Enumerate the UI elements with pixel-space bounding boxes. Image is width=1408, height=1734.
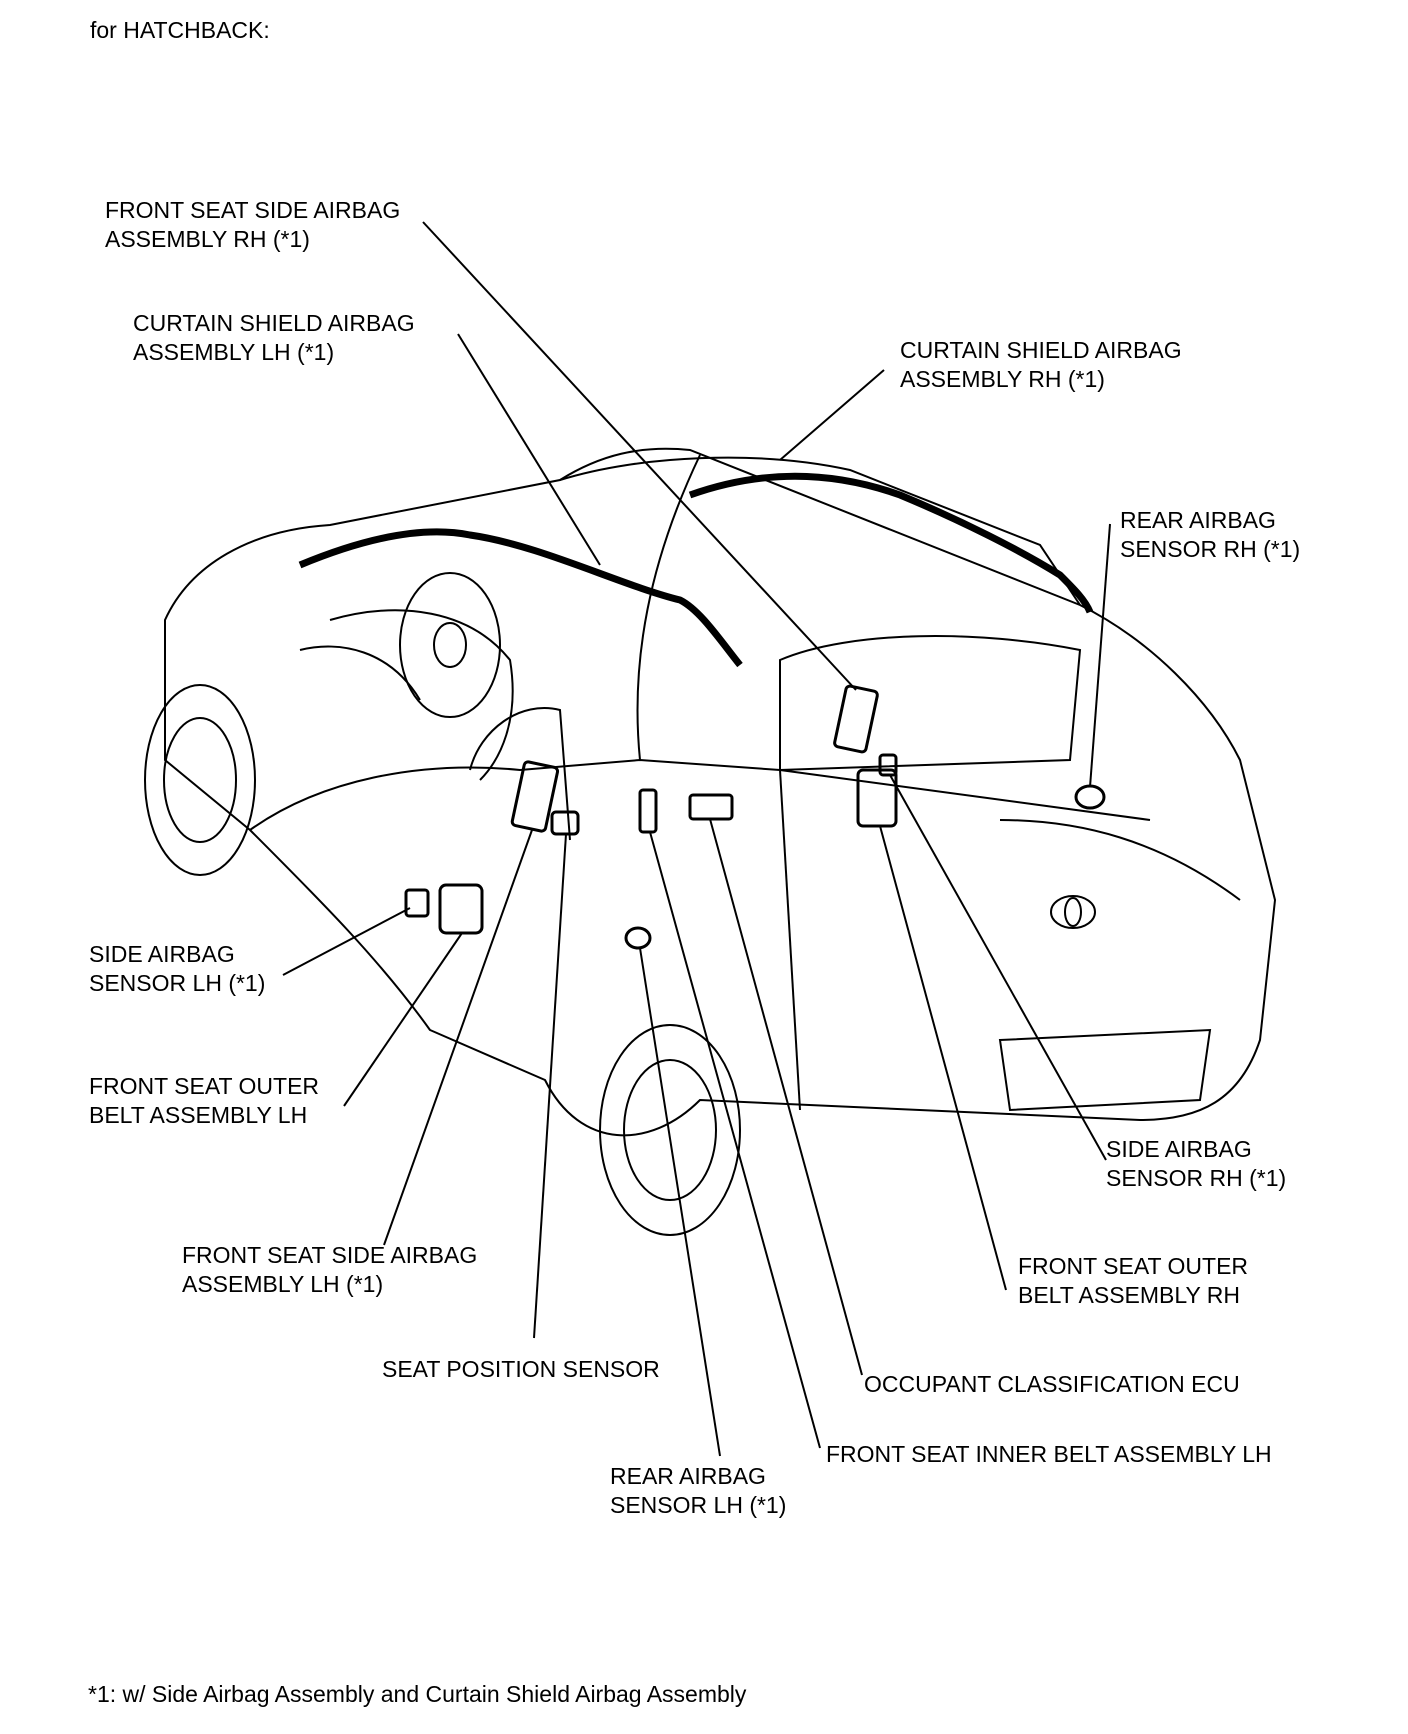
leader-seat-position-sensor [533, 833, 567, 1339]
curtain-shield-airbag-lh-part [298, 528, 743, 668]
leader-lines [282, 221, 1111, 1457]
label-curtain-shield-airbag-lh: CURTAIN SHIELD AIRBAG ASSEMBLY LH (*1) [133, 310, 415, 365]
front-seat-inner-belt-lh-part [638, 788, 658, 834]
rear-wheel [599, 1024, 741, 1236]
component-parts [404, 684, 1106, 950]
occupant-classification-ecu-part [688, 793, 734, 821]
rear-airbag-sensor-rh-part [1074, 784, 1106, 810]
seat-position-sensor-part [550, 810, 580, 836]
label-seat-position-sensor: SEAT POSITION SENSOR [382, 1356, 660, 1382]
leader-front-seat-inner-belt-lh [649, 831, 821, 1449]
leader-curtain-shield-airbag-rh [779, 369, 885, 461]
scope-heading: for HATCHBACK: [90, 17, 270, 43]
label-curtain-shield-airbag-rh: CURTAIN SHIELD AIRBAG ASSEMBLY RH (*1) [900, 337, 1182, 392]
side-airbag-sensor-rh-part [878, 753, 898, 777]
leader-occupant-classification-ecu [709, 818, 863, 1376]
leader-side-airbag-sensor-lh [282, 907, 411, 976]
leader-front-seat-outer-belt-rh [879, 825, 1007, 1291]
rear-airbag-sensor-lh-part [624, 926, 652, 950]
front-seat-outer-belt-lh-part [438, 883, 484, 935]
label-front-seat-side-airbag-lh: FRONT SEAT SIDE AIRBAG ASSEMBLY LH (*1) [182, 1242, 478, 1297]
label-front-seat-outer-belt-lh: FRONT SEAT OUTER BELT ASSEMBLY LH [89, 1073, 320, 1128]
leader-curtain-shield-airbag-lh [457, 333, 601, 566]
front-seat-outer-belt-rh-part [856, 768, 898, 828]
footnote: *1: w/ Side Airbag Assembly and Curtain … [88, 1681, 747, 1707]
label-rear-airbag-sensor-lh: REAR AIRBAG SENSOR LH (*1) [610, 1463, 787, 1518]
label-front-seat-side-airbag-rh: FRONT SEAT SIDE AIRBAG ASSEMBLY RH (*1) [105, 197, 401, 252]
leader-front-seat-side-airbag-lh [383, 829, 533, 1246]
front-seat-side-airbag-rh-part [833, 684, 879, 754]
leader-rear-airbag-sensor-lh [639, 947, 721, 1457]
label-front-seat-inner-belt-lh: FRONT SEAT INNER BELT ASSEMBLY LH [826, 1441, 1272, 1467]
label-side-airbag-sensor-rh: SIDE AIRBAG SENSOR RH (*1) [1106, 1136, 1287, 1191]
rear-emblem [1050, 895, 1096, 929]
leader-front-seat-side-airbag-rh [422, 221, 857, 691]
front-seat-side-airbag-lh-part [510, 760, 560, 833]
leader-side-airbag-sensor-rh [889, 774, 1107, 1161]
label-front-seat-outer-belt-rh: FRONT SEAT OUTER BELT ASSEMBLY RH [1018, 1253, 1249, 1308]
steering-wheel [399, 572, 501, 718]
side-airbag-sensor-lh-part [404, 888, 430, 918]
label-rear-airbag-sensor-rh: REAR AIRBAG SENSOR RH (*1) [1120, 507, 1301, 562]
label-occupant-classification-ecu: OCCUPANT CLASSIFICATION ECU [864, 1371, 1240, 1397]
curtain-shield-airbag-rh-part [688, 472, 1094, 614]
front-wheel [144, 684, 256, 876]
leader-rear-airbag-sensor-rh [1089, 523, 1111, 788]
leader-front-seat-outer-belt-lh [343, 932, 463, 1107]
label-side-airbag-sensor-lh: SIDE AIRBAG SENSOR LH (*1) [89, 941, 266, 996]
